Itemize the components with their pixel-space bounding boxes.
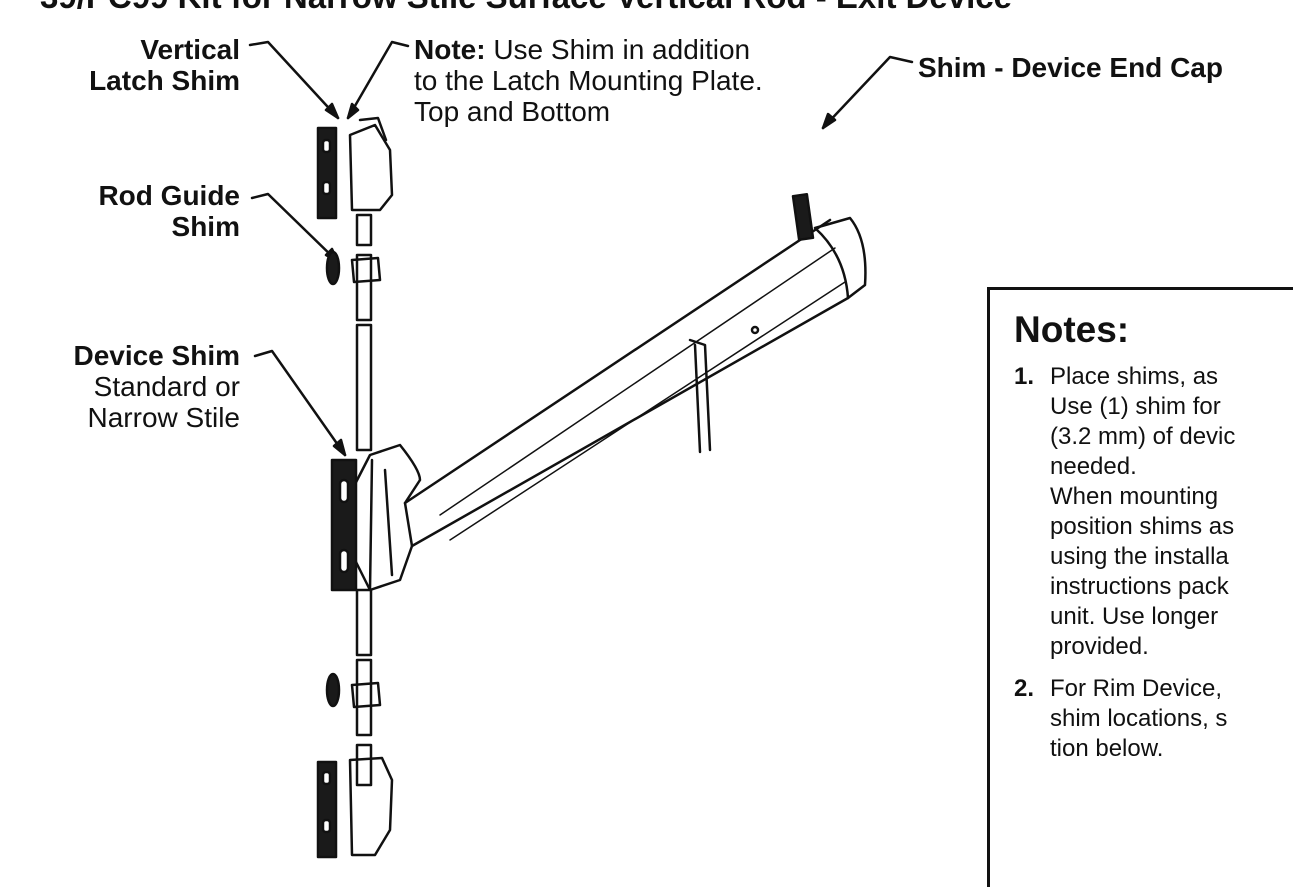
- leader-device-shim: [253, 349, 347, 457]
- label-device-shim: Device Shim Standard or Narrow Stile: [73, 340, 240, 433]
- label-note: Note: Use Shim in addition to the Latch …: [414, 34, 763, 127]
- rod-segment: [355, 658, 373, 737]
- note-item: 2. For Rim Device, shim locations, s tio…: [1014, 675, 1228, 762]
- note-item: 1. Place shims, as Use (1) shim for (3.2…: [1014, 363, 1236, 660]
- end-cap-shim: [791, 192, 815, 242]
- device-chassis: [350, 443, 422, 592]
- leader-rod-guide: [250, 192, 340, 264]
- rod-guide-shim: [325, 250, 341, 286]
- bottom-latch: [348, 756, 394, 857]
- rod-segment: [355, 253, 373, 322]
- bottom-latch-shim: [316, 760, 338, 859]
- rod-guide-bottom: [350, 681, 382, 709]
- label-rod-guide-shim: Rod Guide Shim: [98, 180, 240, 242]
- device-bar-top: [403, 218, 832, 505]
- label-end-cap: Shim - Device End Cap: [918, 52, 1223, 83]
- top-latch: [348, 123, 394, 212]
- rod-segment: [355, 323, 373, 452]
- notes-title: Notes:: [1014, 309, 1130, 350]
- rod-segment: [355, 213, 373, 247]
- leader-vertical-latch: [248, 40, 340, 120]
- label-vertical-latch-shim: Vertical Latch Shim: [89, 34, 240, 96]
- rod-segment: [355, 743, 373, 787]
- rod-segment: [355, 588, 373, 657]
- rod-guide-top: [350, 256, 382, 284]
- leader-end-cap: [821, 55, 914, 130]
- notes-box: Notes: 1. Place shims, as Use (1) shim f…: [987, 287, 1293, 887]
- page-title: 39/PC99 Kit for Narrow Stile Surface Ver…: [40, 0, 1293, 16]
- end-cap: [813, 216, 867, 300]
- leader-note: [346, 40, 410, 120]
